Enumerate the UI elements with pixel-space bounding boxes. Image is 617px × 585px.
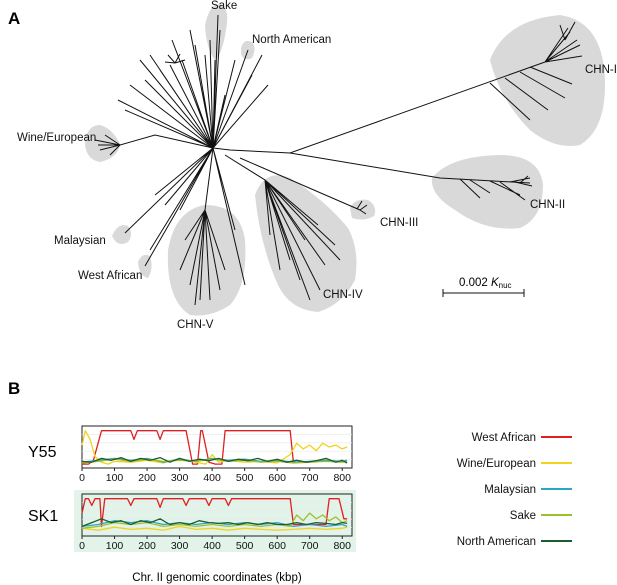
x-tick-label: 400 — [203, 472, 221, 484]
x-tick-label: 600 — [268, 540, 286, 552]
clade-shade-chn-v — [167, 205, 246, 316]
clade-label-chn-ii: CHN-II — [530, 199, 565, 211]
panel-b-label: B — [8, 379, 20, 398]
branch-chn-iii — [239, 157, 361, 211]
x-tick-label: 100 — [106, 540, 124, 552]
clade-shading — [85, 4, 605, 316]
branch-chn-v — [179, 147, 246, 306]
legend-label: North American — [457, 536, 536, 548]
clade-labels: Sake North American Wine/European Malays… — [17, 0, 617, 331]
clade-label-sake: Sake — [211, 0, 237, 12]
branch-upper-fan — [117, 14, 269, 149]
branch-chn-i — [212, 61, 546, 154]
x-tick-label: 200 — [138, 540, 156, 552]
plot-y55 — [81, 430, 352, 465]
clade-shade-chn-i — [490, 15, 605, 146]
track-label-y55: Y55 — [28, 444, 57, 461]
clade-label-north-american: North American — [252, 34, 331, 46]
sk1-series-sake — [81, 512, 348, 529]
y55-series-wine-european — [81, 430, 348, 465]
x-tick-label: 800 — [333, 540, 351, 552]
clade-label-chn-v: CHN-V — [177, 319, 214, 331]
plot-frame-sk1 — [81, 493, 353, 537]
x-tick-label: 400 — [203, 540, 221, 552]
branch-chn-iii-sub — [356, 200, 368, 215]
branch-wine — [119, 134, 214, 149]
clade-label-malaysian: Malaysian — [54, 235, 106, 247]
branch-chn-ii-sub — [459, 175, 533, 201]
y55-series-north-american — [81, 456, 348, 464]
clade-label-chn-iv: CHN-IV — [323, 289, 363, 301]
x-axis-sk1: 0 100 200 300 400 500 600 700 800 — [79, 536, 351, 552]
clade-label-west-african: West African — [78, 270, 142, 282]
sk1-series-north-american — [81, 518, 348, 528]
x-tick-label: 300 — [171, 472, 189, 484]
legend-label: Malaysian — [484, 484, 536, 496]
branch-chn-iv — [224, 154, 341, 301]
x-tick-label: 0 — [79, 472, 85, 484]
phylogenetic-tree: Sake North American Wine/European Malays… — [17, 0, 617, 331]
x-tick-label: 600 — [268, 472, 286, 484]
x-tick-label: 200 — [138, 472, 156, 484]
x-tick-label: 0 — [79, 540, 85, 552]
clade-label-chn-i: CHN-I — [585, 64, 617, 76]
clade-label-wine-european: Wine/European — [17, 132, 96, 144]
legend: West AfricanWine/EuropeanMalaysianSakeNo… — [457, 432, 572, 548]
branch-sub-1 — [164, 53, 186, 64]
legend-label: Sake — [510, 510, 536, 522]
plot-sk1 — [81, 498, 352, 531]
x-tick-label: 300 — [171, 540, 189, 552]
x-axis-label: Chr. II genomic coordinates (kbp) — [132, 572, 302, 584]
clade-shade-sake — [205, 4, 228, 60]
y55-series-west-african — [82, 430, 297, 465]
x-axis-y55: 0 100 200 300 400 500 600 700 800 — [79, 468, 351, 484]
branch-wine-sub — [94, 134, 121, 156]
clade-label-chn-iii: CHN-III — [380, 217, 418, 229]
panel-a-label: A — [8, 9, 20, 28]
branch-chn-i-sub — [489, 21, 583, 121]
tree-branches — [94, 14, 583, 306]
clade-shade-chn-iii — [350, 199, 376, 220]
x-tick-label: 500 — [236, 472, 254, 484]
x-tick-label: 800 — [333, 472, 351, 484]
clade-shade-wine-european — [85, 125, 120, 162]
branch-chn-ii — [289, 152, 531, 184]
x-tick-label: 700 — [301, 472, 319, 484]
clade-shade-malaysian — [112, 225, 131, 244]
legend-label: West African — [472, 432, 536, 444]
sk1-series-wine-european — [81, 525, 348, 531]
x-tick-label: 500 — [236, 540, 254, 552]
track-label-sk1: SK1 — [28, 508, 58, 525]
scale-bar-label: 0.002 Knuc — [459, 277, 512, 290]
legend-label: Wine/European — [457, 458, 536, 470]
branch-lower-left — [124, 147, 214, 267]
clade-shade-chn-iv — [255, 175, 357, 312]
x-tick-label: 100 — [106, 472, 124, 484]
scale-bar: 0.002 Knuc — [442, 277, 525, 297]
x-tick-label: 700 — [301, 540, 319, 552]
